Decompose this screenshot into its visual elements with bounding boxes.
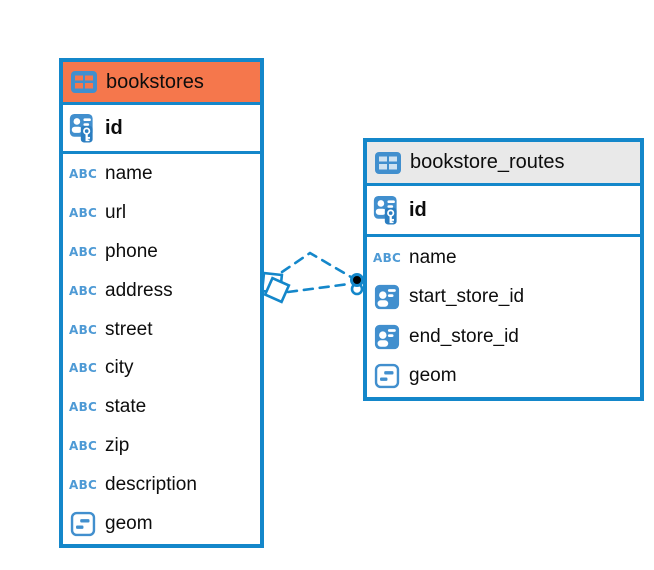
column-label: street — [105, 318, 153, 340]
table-bookstore-routes[interactable]: bookstore_routes id ABC name start_store… — [363, 138, 644, 401]
table-header-bookstore-routes[interactable]: bookstore_routes — [367, 142, 640, 186]
column-label: city — [105, 357, 134, 379]
text-type-icon: ABC — [69, 167, 98, 182]
column-label: geom — [105, 512, 153, 534]
reference-type-icon — [373, 284, 401, 310]
relationship-line-end-store[interactable] — [286, 282, 351, 294]
text-type-icon: ABC — [69, 438, 98, 453]
column-label: phone — [105, 240, 158, 262]
column-row[interactable]: geom — [63, 504, 260, 543]
column-label: state — [105, 396, 147, 418]
column-label: name — [105, 163, 153, 185]
column-label: description — [105, 473, 197, 495]
relationship-target-marker[interactable] — [350, 273, 364, 296]
column-row[interactable]: ABC description — [63, 465, 260, 504]
primary-key-icon — [373, 194, 401, 226]
column-row[interactable]: ABC state — [63, 388, 260, 427]
column-row[interactable]: ABC name — [367, 238, 640, 278]
table-title: bookstore_routes — [410, 151, 565, 173]
text-type-icon: ABC — [69, 244, 98, 259]
column-row[interactable]: ABC zip — [63, 427, 260, 466]
text-type-icon: ABC — [69, 361, 98, 376]
column-row[interactable]: ABC name — [63, 155, 260, 194]
geometry-type-icon — [373, 363, 401, 389]
relationship-line-start-store[interactable] — [280, 251, 353, 279]
table-icon — [71, 71, 97, 93]
text-type-icon: ABC — [69, 477, 98, 492]
table-title: bookstores — [106, 70, 204, 93]
table-icon — [375, 151, 401, 174]
column-row[interactable]: ABC city — [63, 349, 260, 388]
column-label: end_store_id — [409, 325, 519, 347]
text-type-icon: ABC — [69, 322, 98, 337]
column-row[interactable]: geom — [367, 357, 640, 397]
column-row-pk[interactable]: id — [63, 105, 260, 154]
column-row[interactable]: ABC phone — [63, 233, 260, 272]
column-label: geom — [409, 365, 457, 387]
text-type-icon: ABC — [69, 283, 98, 298]
column-label: name — [409, 246, 457, 268]
geometry-type-icon — [69, 511, 97, 537]
text-type-icon: ABC — [69, 400, 98, 415]
column-label: url — [105, 202, 127, 224]
column-row[interactable]: ABC url — [63, 194, 260, 233]
column-label: zip — [105, 434, 130, 456]
column-list: ABC name ABC url ABC phone ABC address A… — [63, 154, 260, 544]
column-row[interactable]: ABC address — [63, 271, 260, 310]
table-header-bookstores[interactable]: bookstores — [63, 62, 260, 105]
reference-type-icon — [373, 324, 401, 350]
column-label: start_store_id — [409, 286, 525, 308]
column-row[interactable]: start_store_id — [367, 278, 640, 318]
column-row-pk[interactable]: id — [367, 186, 640, 237]
relationship-source-marker[interactable] — [260, 271, 291, 304]
table-bookstores[interactable]: bookstores id ABC name ABC url ABC phone… — [59, 58, 264, 548]
column-label: id — [409, 198, 427, 221]
column-label: address — [105, 279, 173, 301]
text-type-icon: ABC — [69, 206, 98, 221]
column-row[interactable]: end_store_id — [367, 317, 640, 357]
column-list: ABC name start_store_id end_store_id geo… — [367, 237, 640, 397]
primary-key-icon — [69, 112, 97, 144]
column-label: id — [105, 116, 123, 139]
column-row[interactable]: ABC street — [63, 310, 260, 349]
text-type-icon: ABC — [373, 250, 402, 265]
